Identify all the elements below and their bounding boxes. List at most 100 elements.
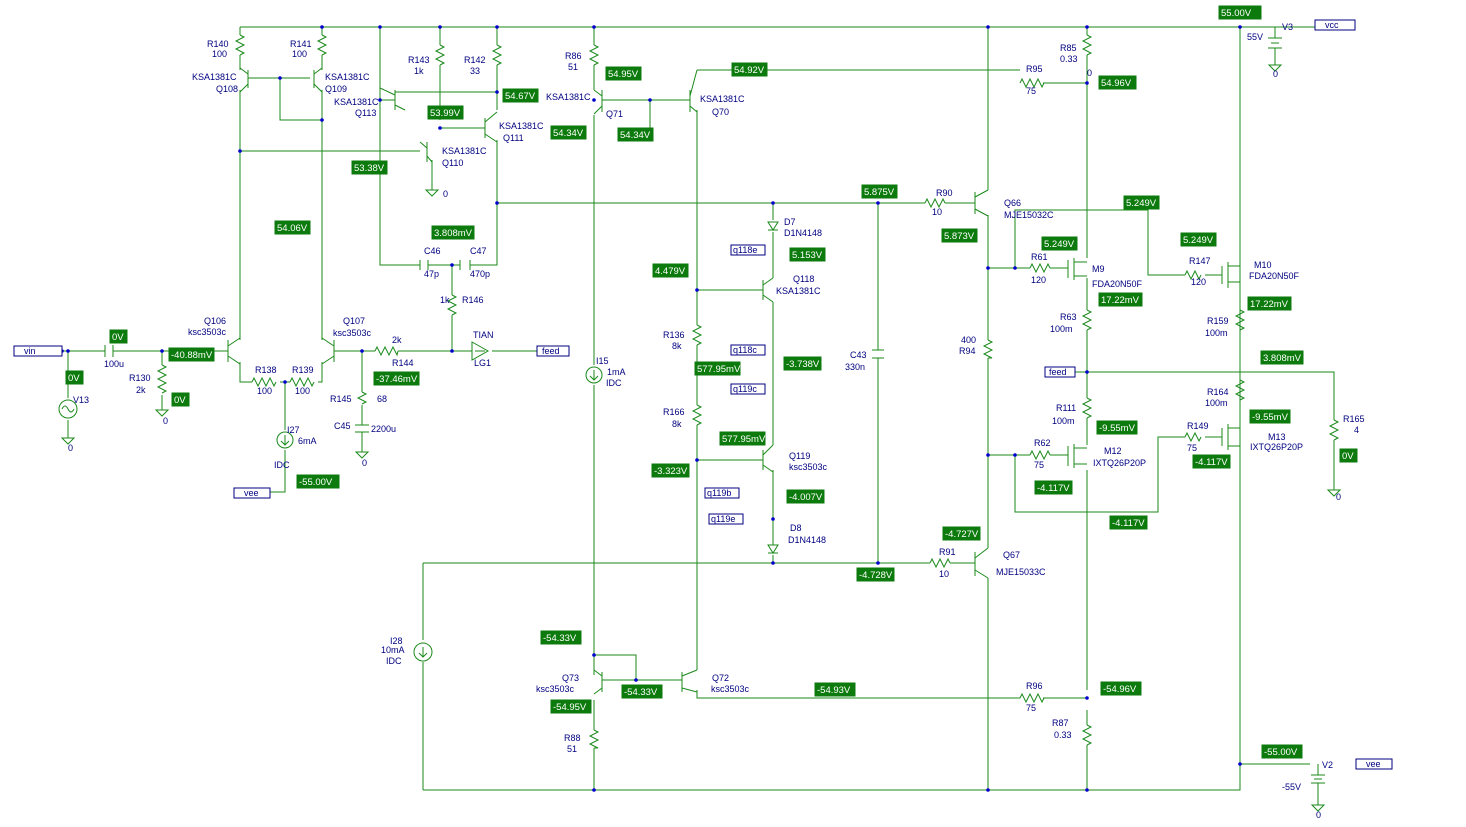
svg-text:-4.728V: -4.728V <box>859 570 893 581</box>
svg-text:-54.95V: -54.95V <box>553 702 587 713</box>
label: Q71 <box>606 109 623 119</box>
svg-text:-54.33V: -54.33V <box>543 633 577 644</box>
svg-text:5.249V: 5.249V <box>1044 239 1075 250</box>
svg-text:q119c: q119c <box>733 384 757 394</box>
voltage-probe: 54.95V <box>605 66 642 81</box>
resistors <box>156 34 1340 749</box>
svg-text:54.06V: 54.06V <box>277 223 308 234</box>
voltage-probe: 577.95mV <box>719 431 766 446</box>
label: 1k <box>440 295 450 305</box>
label: Q111 <box>503 133 524 143</box>
voltage-probe: -54.33V <box>621 684 663 699</box>
label: KSA1381C <box>442 146 487 156</box>
label: IDC <box>274 460 290 470</box>
label: 75 <box>1026 703 1036 713</box>
voltage-probe: 0V <box>109 329 128 344</box>
svg-text:3.808mV: 3.808mV <box>1263 353 1302 364</box>
label: M12 <box>1104 446 1122 456</box>
svg-text:q118c: q118c <box>733 345 757 355</box>
label: Q119 <box>789 451 810 461</box>
label: V2 <box>1322 760 1333 770</box>
voltage-probe: 4.479V <box>652 263 689 278</box>
port-vee-left: vee <box>233 487 271 499</box>
svg-text:5.153V: 5.153V <box>792 250 823 261</box>
voltage-probe: 17.22mV <box>1098 292 1143 307</box>
label: R85 <box>1060 43 1077 53</box>
svg-text:53.99V: 53.99V <box>430 108 461 119</box>
svg-text:-3.738V: -3.738V <box>786 359 820 370</box>
label: KSA1381C <box>700 94 745 104</box>
label: 100 <box>292 49 307 59</box>
label: R62 <box>1034 438 1051 448</box>
label: 55V <box>1247 32 1263 42</box>
label: 75 <box>1026 86 1036 96</box>
label: 68 <box>377 394 387 404</box>
voltage-probe: 5.873V <box>941 228 978 243</box>
svg-text:54.96V: 54.96V <box>1101 78 1132 89</box>
label: 8k <box>672 341 682 351</box>
svg-text:4.479V: 4.479V <box>655 266 686 277</box>
voltage-probe: 5.249V <box>1041 236 1078 251</box>
port-q119c: q119c <box>730 383 766 395</box>
label: 100 <box>295 386 310 396</box>
voltage-probe: 54.06V <box>274 220 311 235</box>
label: D8 <box>790 523 802 533</box>
svg-text:54.67V: 54.67V <box>505 91 536 102</box>
svg-text:vcc: vcc <box>1325 20 1339 30</box>
label: KSA1381C <box>192 72 237 82</box>
label: FDA20N50F <box>1092 279 1143 289</box>
label: C47 <box>470 246 487 256</box>
label: 330n <box>845 362 865 372</box>
label: KSA1381C <box>776 286 821 296</box>
port-q119e: q119e <box>708 513 744 525</box>
voltage-probe: -4.117V <box>1034 480 1073 495</box>
voltage-probe: -54.93V <box>814 682 856 697</box>
label: R87 <box>1052 718 1069 728</box>
label: IDC <box>386 656 402 666</box>
label: D1N4148 <box>784 228 822 238</box>
voltage-probe: 55.00V <box>1218 5 1262 20</box>
label: I27 <box>287 425 300 435</box>
label: 2200u <box>371 424 396 434</box>
sources <box>58 37 1325 784</box>
svg-text:577.95mV: 577.95mV <box>697 364 741 375</box>
voltage-probe: -4.728V <box>856 567 895 582</box>
label: KSA1381C <box>499 121 544 131</box>
label: 75 <box>1187 443 1197 453</box>
junction-dots <box>60 25 1242 792</box>
label: LG1 <box>474 358 491 368</box>
svg-text:54.92V: 54.92V <box>734 65 765 76</box>
svg-text:53.38V: 53.38V <box>354 163 385 174</box>
voltage-probe: 54.67V <box>502 88 539 103</box>
label: 0.33 <box>1060 54 1078 64</box>
svg-text:0V: 0V <box>68 373 80 384</box>
label: 1mA <box>607 367 626 377</box>
label: 1k <box>414 66 424 76</box>
label: I28 <box>390 636 403 646</box>
label: 0 <box>1087 68 1092 78</box>
voltage-probe: 3.808mV <box>431 225 475 240</box>
voltage-probe: 0V <box>1339 448 1358 463</box>
svg-text:-40.88mV: -40.88mV <box>171 350 213 361</box>
label: R165 <box>1343 414 1365 424</box>
svg-text:q119e: q119e <box>711 514 735 524</box>
label: Q66 <box>1004 198 1021 208</box>
label: R130 <box>129 373 151 383</box>
label: 47p <box>424 269 439 279</box>
voltage-probe: -54.95V <box>550 699 592 714</box>
label: 400 <box>961 335 976 345</box>
svg-text:5.873V: 5.873V <box>944 231 975 242</box>
label: Q67 <box>1003 550 1020 560</box>
transistors <box>227 67 1240 695</box>
label: R138 <box>255 365 277 375</box>
label: 100u <box>104 359 124 369</box>
label: 100m <box>1050 324 1073 334</box>
label: KSA1381C <box>546 92 591 102</box>
voltage-probe: 577.95mV <box>694 361 741 376</box>
grounds <box>60 64 1342 812</box>
label: 100m <box>1205 328 1228 338</box>
svg-text:55.00V: 55.00V <box>1221 8 1252 19</box>
label: Q73 <box>562 673 579 683</box>
port-feed-left: feed <box>536 345 570 357</box>
label: R141 <box>290 39 312 49</box>
